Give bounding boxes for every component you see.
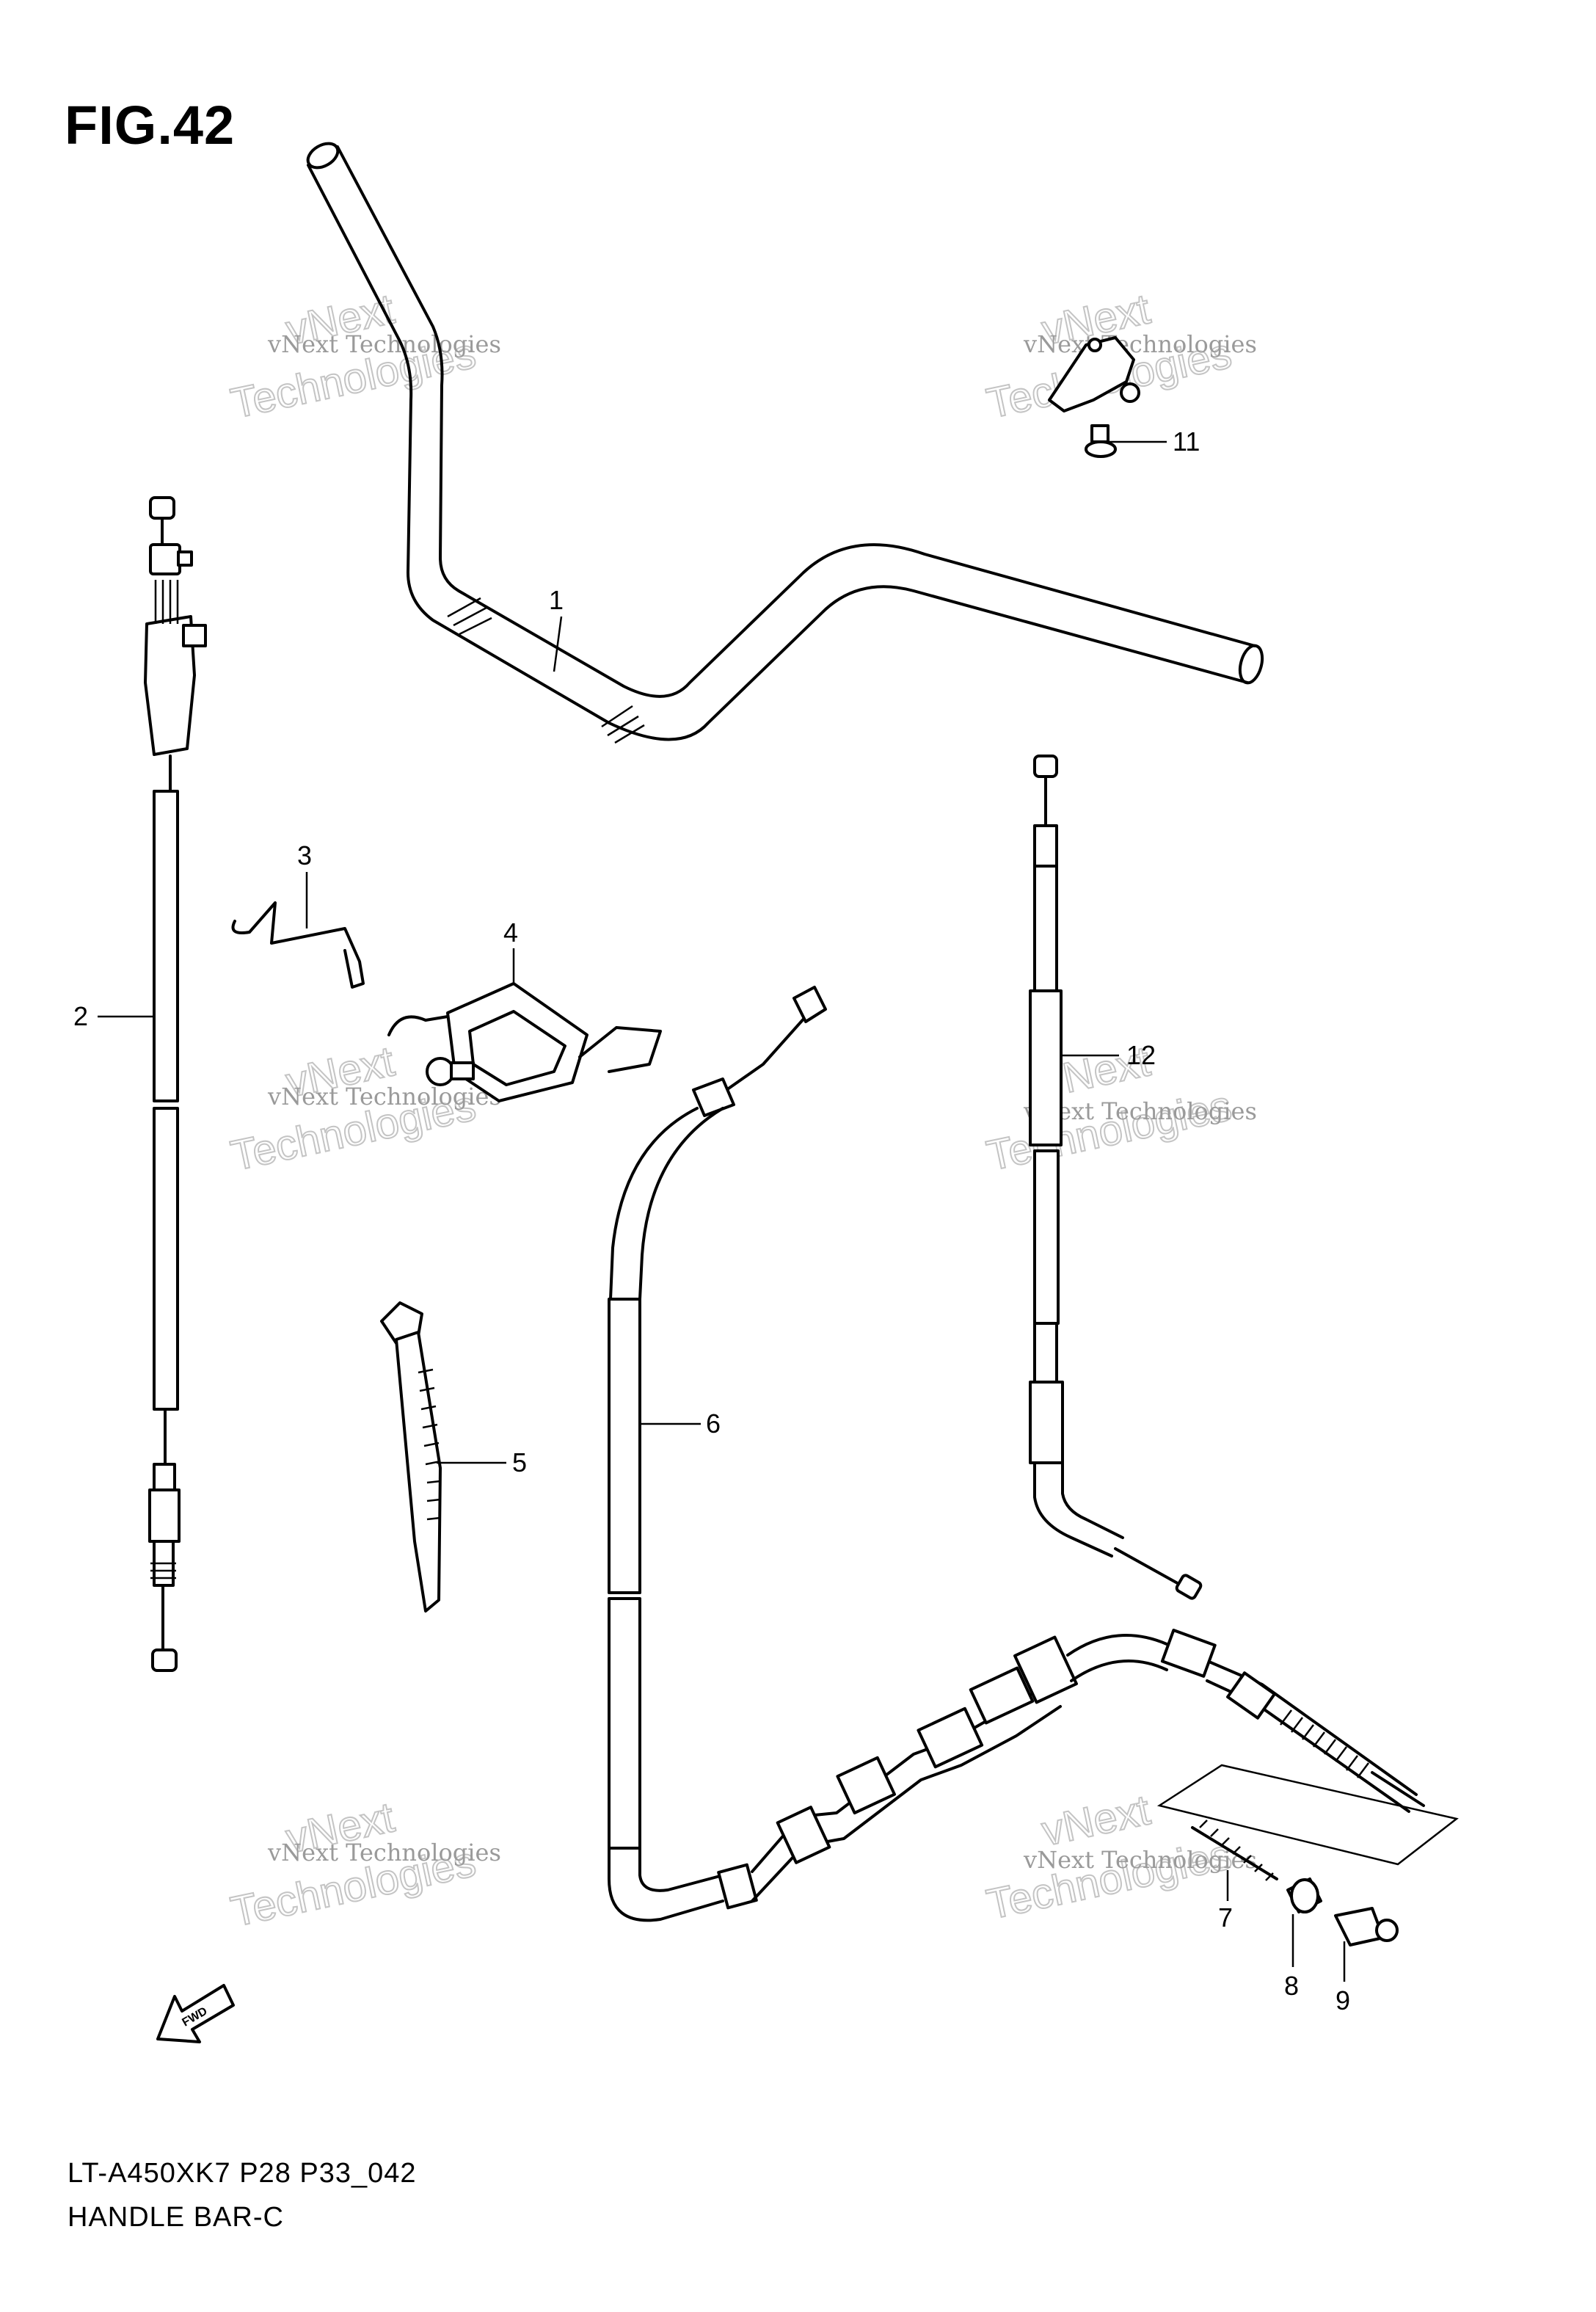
section-title: HANDLE BAR-C <box>68 2202 284 2233</box>
svg-text:Technologies: Technologies <box>983 1082 1236 1180</box>
wire-spring-clip-part <box>231 901 365 989</box>
fwd-arrow-icon: FWD <box>156 1984 235 2043</box>
watermark-mid-right: Technologies vNext vNext Technologies <box>982 1036 1257 1180</box>
callout-3: 3 <box>297 840 312 870</box>
brake-cable-part <box>608 986 1425 1922</box>
lever-bracket-part <box>1048 336 1140 412</box>
handlebar-part <box>306 142 1264 744</box>
svg-text:Technologies: Technologies <box>983 1831 1236 1929</box>
model-code: LT-A450XK7 P28 P33_042 <box>68 2158 417 2189</box>
callout-6: 6 <box>706 1408 721 1439</box>
cable-tie-part <box>380 1301 442 1613</box>
screw-part <box>1085 424 1117 458</box>
callout-7: 7 <box>1218 1902 1233 1933</box>
figure-title: FIG.42 <box>65 95 236 156</box>
watermark-top-left: Technologies vNext vNext Technologies <box>226 284 501 428</box>
rear-cable-part <box>1029 755 1203 1600</box>
svg-text:vNext Technologies: vNext Technologies <box>267 330 501 358</box>
svg-text:vNext Technologies: vNext Technologies <box>1023 330 1257 358</box>
parts-7-8-9-group <box>1156 1764 1459 1946</box>
watermark-mid-left: Technologies vNext vNext Technologies <box>226 1036 501 1180</box>
watermark-bottom-right: Technologies vNext vNext Technologies <box>982 1785 1257 1929</box>
svg-text:vNext Technologies: vNext Technologies <box>267 1083 501 1110</box>
throttle-cable-part <box>144 496 207 1672</box>
svg-text:vNext Technologies: vNext Technologies <box>267 1839 501 1866</box>
callout-5: 5 <box>512 1447 527 1477</box>
callout-11: 11 <box>1173 426 1200 457</box>
svg-text:vNext: vNext <box>1038 1786 1154 1855</box>
callout-12: 12 <box>1126 1040 1156 1070</box>
callout-1: 1 <box>549 585 564 615</box>
callout-4: 4 <box>503 917 518 948</box>
callout-2: 2 <box>73 1001 88 1031</box>
callout-8: 8 <box>1284 1971 1299 2001</box>
cable-guide-clamp-part <box>387 982 662 1102</box>
svg-text:vNext Technologies: vNext Technologies <box>1023 1846 1257 1874</box>
callout-9: 9 <box>1336 1985 1350 2015</box>
watermark-bottom-left: Technologies vNext vNext Technologies <box>226 1792 501 1936</box>
